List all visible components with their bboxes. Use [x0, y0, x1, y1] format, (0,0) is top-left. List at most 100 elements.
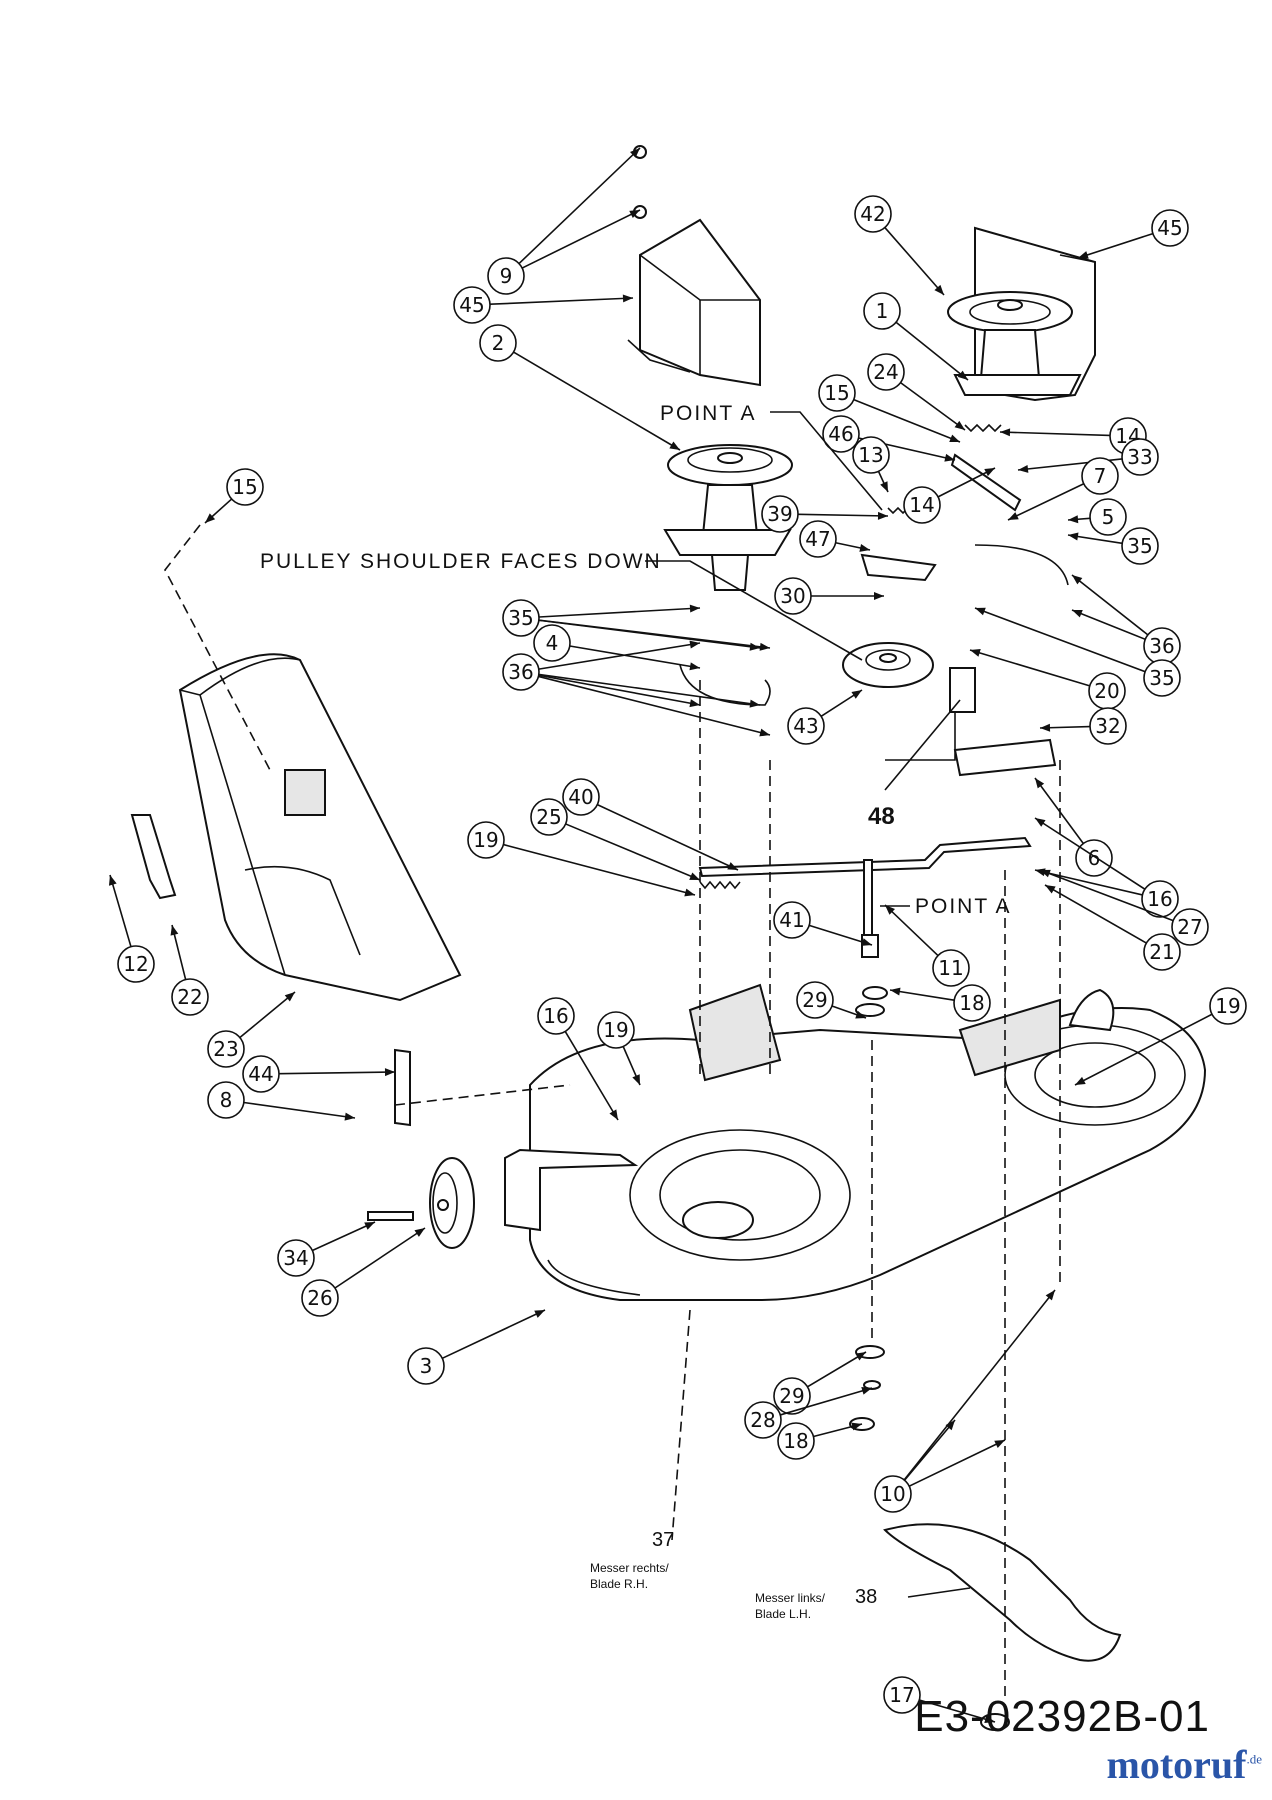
callout-c35a: 35 — [1067, 527, 1159, 565]
callout-balloon — [874, 1475, 912, 1513]
callout-c35b: 35 — [502, 599, 771, 651]
callout-balloon — [1089, 498, 1127, 536]
callout-c7: 7 — [1007, 457, 1119, 521]
link-rod-40 — [698, 836, 1032, 878]
motoruf-logo[interactable]: motoruf.de — [1107, 1741, 1263, 1788]
callout-arrowhead — [934, 284, 944, 295]
logo-tld: .de — [1246, 1751, 1262, 1767]
callout-leader — [565, 823, 701, 881]
callout-leader — [900, 382, 966, 431]
callout-c34: 34 — [277, 1221, 376, 1277]
callout-balloon — [479, 324, 517, 362]
callout-arrowhead — [1018, 464, 1029, 473]
callout-arrowhead — [970, 649, 981, 657]
callout-number: 46 — [828, 422, 853, 446]
callout-balloon — [1121, 527, 1159, 565]
callout-c43: 43 — [787, 689, 863, 745]
part-38-label: 38 — [855, 1586, 877, 1608]
callout-arrowhead — [632, 1074, 640, 1085]
callout-leader — [969, 649, 1090, 687]
callout-leader — [521, 209, 641, 269]
callout-arrowhead — [630, 148, 640, 158]
callout-c21: 21 — [1044, 884, 1181, 971]
callout-c32: 32 — [1039, 707, 1127, 745]
callout-balloon — [530, 798, 568, 836]
callout-arrowhead — [1045, 1290, 1055, 1301]
callout-arrowhead — [859, 544, 870, 552]
callout-balloon — [171, 978, 209, 1016]
callout-arrowhead — [1040, 869, 1051, 878]
callout-number: 3 — [420, 1354, 433, 1378]
callout-number: 35 — [1149, 666, 1174, 690]
callout-leader — [999, 431, 1111, 437]
callout-leader — [239, 991, 296, 1039]
callout-number: 16 — [1147, 887, 1172, 911]
callout-arrowhead — [384, 1068, 395, 1077]
callout-leader — [518, 147, 641, 265]
spring-24 — [964, 423, 1002, 433]
callout-number: 11 — [938, 956, 963, 980]
callout-arrowhead — [1008, 512, 1019, 520]
callout-c19a: 19 — [467, 821, 696, 897]
callout-balloon — [1141, 880, 1179, 918]
pulley-note-leader — [645, 560, 863, 661]
callout-leader — [538, 674, 701, 706]
callout-c18b: 18 — [777, 1422, 863, 1460]
callout-leader — [503, 843, 696, 896]
callout-leader — [513, 351, 681, 451]
callout-c36b: 36 — [502, 640, 771, 737]
callout-arrowhead — [851, 1422, 862, 1431]
callout-balloon — [207, 1081, 245, 1119]
callout-number: 40 — [568, 785, 593, 809]
callout-c29b: 29 — [773, 1351, 867, 1415]
callout-c45a: 45 — [453, 286, 634, 324]
callout-arrowhead — [689, 699, 700, 708]
callout-number: 14 — [909, 493, 934, 517]
callout-balloon — [822, 415, 860, 453]
arm-46 — [950, 453, 1022, 512]
callout-arrowhead — [1068, 515, 1079, 524]
callout-c25: 25 — [530, 798, 701, 881]
callout-arrowhead — [622, 294, 633, 303]
callout-arrowhead — [877, 511, 888, 520]
callout-arrowhead — [1000, 428, 1011, 437]
callout-number: 39 — [767, 502, 792, 526]
callout-leader — [1007, 483, 1085, 521]
callout-leader — [903, 1419, 956, 1481]
callout-number: 45 — [1157, 216, 1182, 240]
callout-balloon — [502, 599, 540, 637]
callout-balloon — [226, 468, 264, 506]
callout-arrowhead — [108, 875, 117, 886]
callout-number: 15 — [232, 475, 257, 499]
callout-leader — [334, 1227, 426, 1289]
callout-number: 10 — [880, 1482, 905, 1506]
callout-number: 19 — [603, 1018, 628, 1042]
callout-balloon — [467, 821, 505, 859]
callout-balloon — [1143, 933, 1181, 971]
callout-balloon — [533, 624, 571, 662]
callout-arrowhead — [1072, 575, 1083, 585]
callout-arrowhead — [890, 987, 901, 996]
callout-balloon — [774, 577, 812, 615]
callout-number: 28 — [750, 1408, 775, 1432]
callout-c26: 26 — [301, 1227, 426, 1317]
callout-balloon — [502, 653, 540, 691]
callout-leader — [889, 989, 955, 1001]
callout-c22: 22 — [170, 924, 209, 1016]
callout-number: 43 — [793, 714, 818, 738]
callout-balloon — [487, 257, 525, 295]
callout-number: 44 — [248, 1062, 273, 1086]
callout-arrowhead — [689, 604, 700, 613]
callout-leader — [895, 321, 969, 381]
callout-arrowhead — [689, 872, 700, 880]
callout-number: 18 — [959, 991, 984, 1015]
bracket-44 — [394, 1048, 411, 1127]
callout-number: 25 — [536, 805, 561, 829]
callout-balloon — [301, 1279, 339, 1317]
pulley-shoulder-note: PULLEY SHOULDER FACES DOWN — [260, 550, 662, 573]
callout-balloon — [117, 945, 155, 983]
callout-balloon — [1151, 209, 1189, 247]
callout-arrowhead — [689, 662, 700, 671]
callout-leader — [937, 467, 996, 498]
